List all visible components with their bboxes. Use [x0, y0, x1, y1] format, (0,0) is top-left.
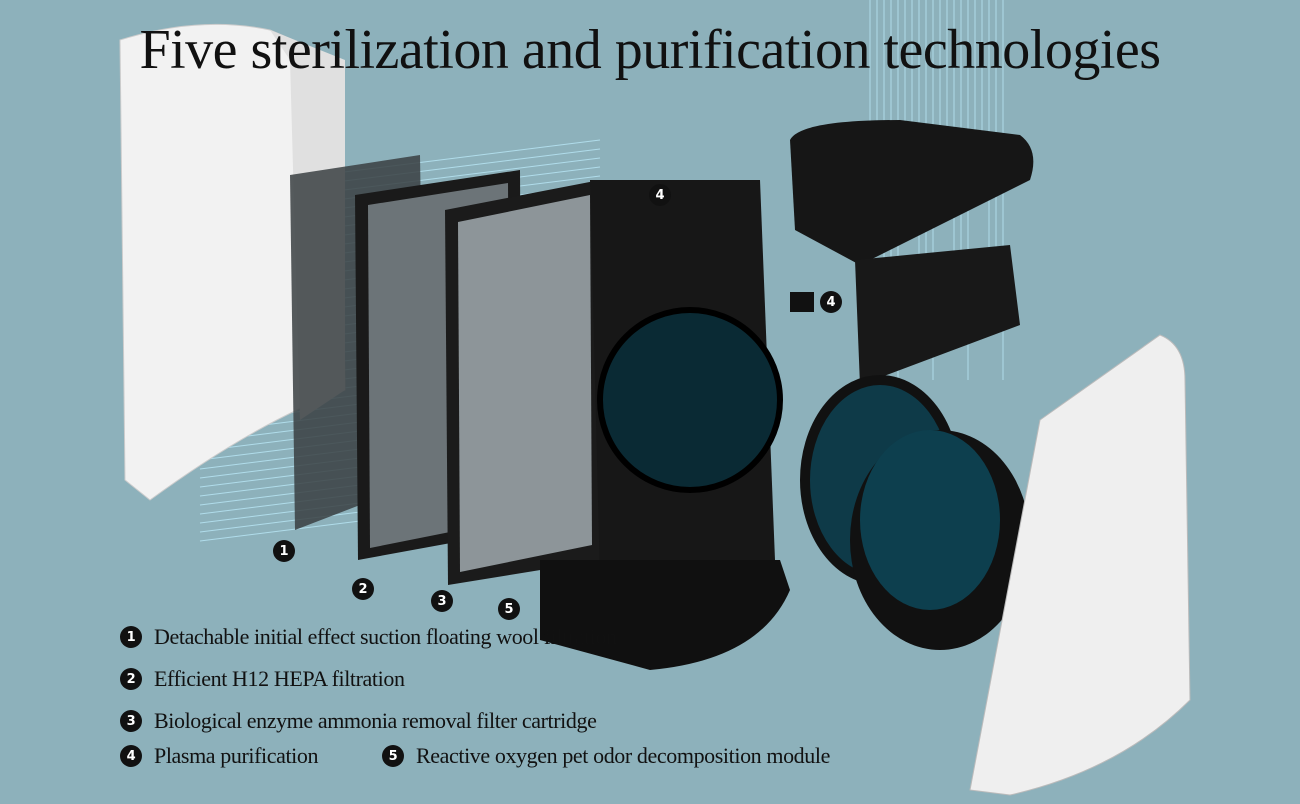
- feature-number: 5: [382, 745, 404, 767]
- callout-4-top: 4: [649, 184, 671, 206]
- feature-2: 2 Efficient H12 HEPA filtration: [120, 666, 405, 692]
- feature-3: 3 Biological enzyme ammonia removal filte…: [120, 708, 597, 734]
- feature-number: 3: [120, 710, 142, 732]
- feature-number: 1: [120, 626, 142, 648]
- callout-2: 2: [352, 578, 374, 600]
- page-title: Five sterilization and purification tech…: [139, 19, 1161, 81]
- callout-5: 5: [498, 598, 520, 620]
- callout-4-plasma: 4: [820, 291, 842, 313]
- back-panel: [969, 334, 1191, 796]
- feature-text: Biological enzyme ammonia removal filter…: [154, 708, 597, 733]
- enzyme-honeycomb: [458, 195, 592, 572]
- top-module: [790, 120, 1034, 265]
- blower-inner: [860, 430, 1000, 610]
- feature-text: Reactive oxygen pet odor decomposition m…: [416, 743, 830, 768]
- feature-text: Detachable initial effect suction floati…: [154, 624, 617, 649]
- frame-fan-opening: [597, 307, 783, 493]
- feature-text: Plasma purification: [154, 743, 319, 768]
- feature-number: 4: [120, 745, 142, 767]
- plasma-generator: [790, 292, 814, 312]
- callout-3: 3: [431, 590, 453, 612]
- feature-1: 1 Detachable initial effect suction float…: [120, 624, 617, 650]
- callout-1: 1: [273, 540, 295, 562]
- feature-number: 2: [120, 668, 142, 690]
- middle-module: [855, 245, 1020, 385]
- feature-5: 5 Reactive oxygen pet odor decomposition …: [382, 743, 830, 769]
- feature-4: 4 Plasma purification: [120, 743, 318, 769]
- base-tray: [540, 560, 790, 670]
- feature-text: Efficient H12 HEPA filtration: [154, 666, 405, 691]
